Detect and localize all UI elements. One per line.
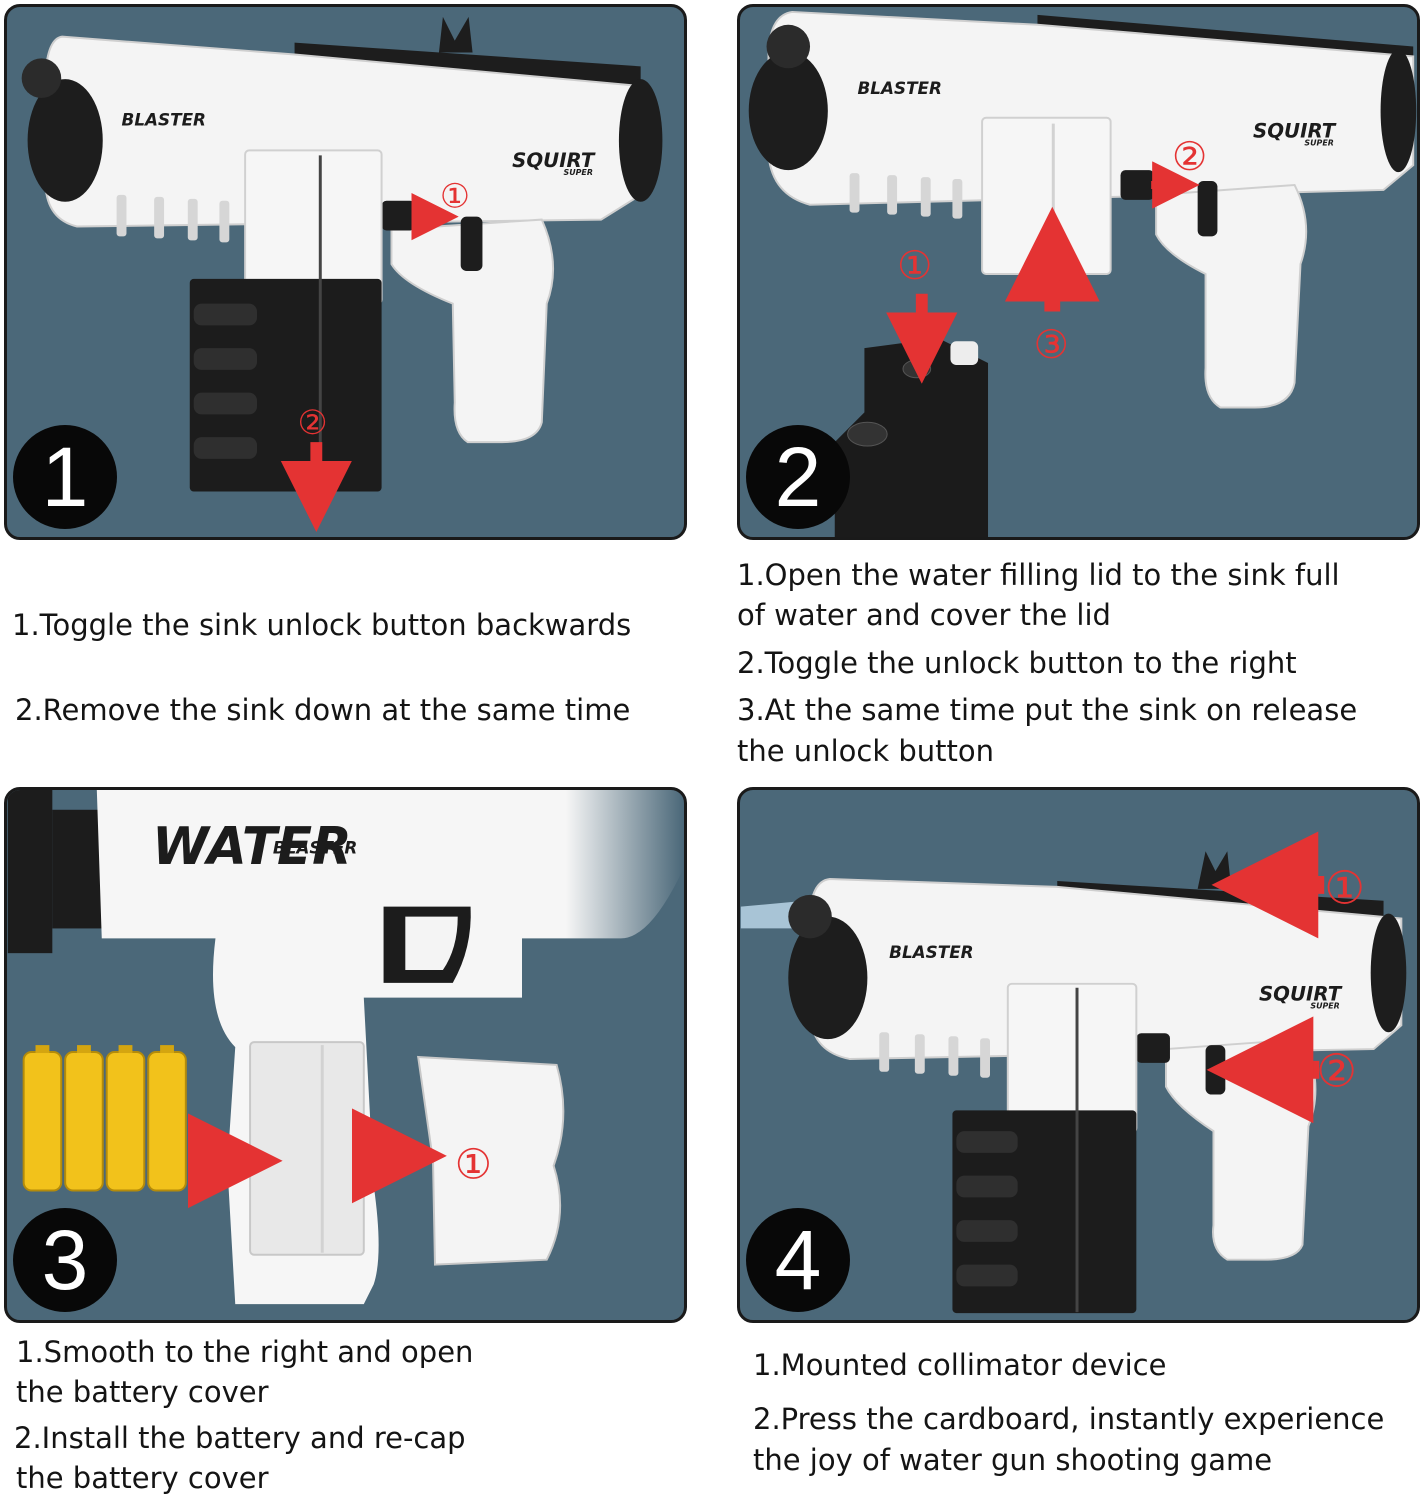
blaster-logo: BLASTER — [273, 837, 357, 857]
water-logo: WATER — [152, 817, 351, 877]
super-logo: SUPER — [1304, 138, 1333, 147]
gun-illustration: BLASTER SQUIRT SUPER ① ② — [740, 831, 1407, 1314]
step-3-instruction-2a: 2.Install the battery and re-cap — [14, 1421, 466, 1455]
step-2-instruction-1b: of water and cover the lid — [737, 598, 1111, 632]
squirt-logo: SQUIRT — [512, 149, 596, 172]
step-number-badge: 1 — [13, 425, 117, 529]
batteries — [22, 1045, 187, 1192]
step-2-instruction-1a: 1.Open the water filling lid to the sink… — [737, 558, 1340, 592]
marker-3: ③ — [1034, 322, 1069, 368]
super-logo: SUPER — [1310, 1002, 1339, 1011]
marker-1: ① — [1324, 862, 1365, 915]
step-4-instruction-1: 1.Mounted collimator device — [753, 1348, 1167, 1382]
step-2-instruction-3a: 3.At the same time put the sink on relea… — [737, 693, 1358, 727]
step-4-panel: BLASTER SQUIRT SUPER ① ② 4 — [737, 787, 1420, 1323]
blaster-logo: BLASTER — [122, 110, 206, 130]
gun-illustration: BLASTER SQUIRT SUPER ① ② — [21, 16, 663, 533]
step-1-instruction-2: 2.Remove the sink down at the same time — [15, 693, 631, 727]
marker-2: ② — [298, 403, 328, 442]
step-number-badge: 4 — [746, 1208, 850, 1312]
step-2-instruction-2: 2.Toggle the unlock button to the right — [737, 646, 1297, 680]
step-4-instruction-2a: 2.Press the cardboard, instantly experie… — [753, 1402, 1385, 1436]
marker-1: ① — [897, 243, 932, 289]
blaster-logo: BLASTER — [889, 942, 973, 962]
marker-2: ② — [1172, 134, 1207, 180]
squirt-logo: SQUIRT — [1253, 120, 1337, 143]
step-number-badge: 3 — [13, 1208, 117, 1312]
step-3-instruction-2b: the battery cover — [16, 1461, 269, 1495]
marker-1: ① — [440, 177, 470, 216]
squirt-logo: SQUIRT — [1259, 983, 1343, 1006]
marker-1: ① — [455, 1140, 492, 1189]
step-3-panel: WATER BLASTER ① 3 — [4, 787, 687, 1323]
step-3-instruction-1a: 1.Smooth to the right and open — [16, 1335, 474, 1369]
step-2-panel: BLASTER SQUIRT SUPER ① ② ③ 2 — [737, 4, 1420, 540]
super-logo: SUPER — [564, 168, 593, 177]
marker-2: ② — [1316, 1045, 1357, 1098]
step-1-instruction-1: 1.Toggle the sink unlock button backward… — [12, 608, 632, 642]
gun-illustration: BLASTER SQUIRT SUPER ① ② ③ — [748, 10, 1417, 537]
step-4-instruction-2b: the joy of water gun shooting game — [753, 1443, 1273, 1477]
step-1-panel: BLASTER SQUIRT SUPER ① ② 1 — [4, 4, 687, 540]
blaster-logo: BLASTER — [858, 78, 942, 98]
step-2-instruction-3b: the unlock button — [737, 734, 994, 768]
step-number-badge: 2 — [746, 425, 850, 529]
gun-illustration: WATER BLASTER ① — [7, 790, 684, 1305]
step-3-instruction-1b: the battery cover — [16, 1375, 269, 1409]
